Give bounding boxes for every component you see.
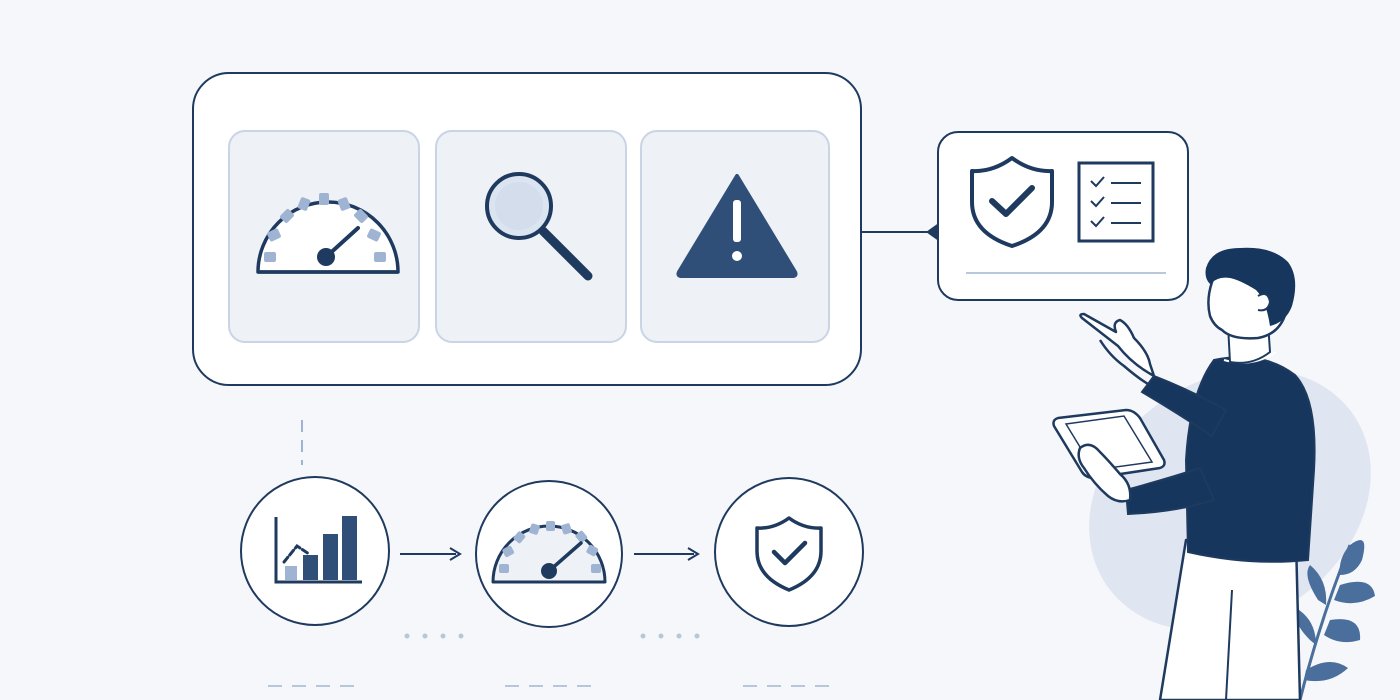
bar-chart-icon	[274, 516, 362, 584]
flow-step-chart[interactable]	[240, 476, 390, 626]
person	[1052, 247, 1316, 700]
decor-dots	[404, 633, 700, 639]
checklist-icon	[1077, 161, 1155, 243]
connector	[862, 222, 940, 242]
shield-check-icon	[970, 156, 1054, 248]
gauge-icon	[491, 521, 607, 584]
tile-gauge[interactable]	[228, 130, 420, 343]
callout-card	[937, 131, 1189, 301]
leaf-plant-icon	[1295, 540, 1375, 700]
tile-search[interactable]	[435, 130, 627, 343]
flow-arrow-2	[634, 547, 700, 561]
flow-step-shield[interactable]	[714, 477, 864, 627]
magnifier-icon	[485, 172, 593, 281]
shield-check-icon	[755, 516, 823, 592]
main-panel	[192, 72, 862, 386]
warning-icon	[676, 174, 798, 278]
flow-arrow-1	[400, 547, 462, 561]
gauge-icon	[256, 193, 400, 274]
flow-step-gauge[interactable]	[475, 480, 623, 628]
tile-warning[interactable]	[640, 130, 830, 343]
